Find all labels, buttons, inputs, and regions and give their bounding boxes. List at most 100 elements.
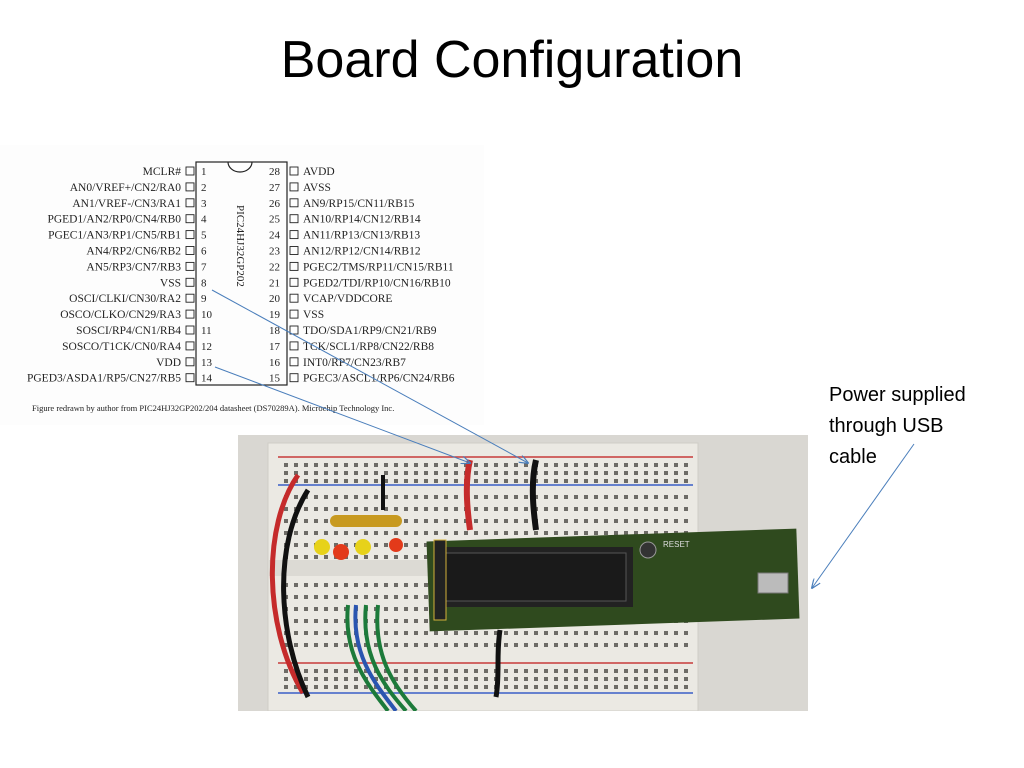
- hole: [324, 507, 328, 511]
- hole: [484, 677, 488, 681]
- hole: [404, 519, 408, 523]
- hole: [634, 685, 638, 689]
- hole: [514, 669, 518, 673]
- hole: [334, 685, 338, 689]
- hole: [304, 643, 308, 647]
- pin-box: [289, 246, 299, 255]
- hole: [304, 595, 308, 599]
- hole: [284, 507, 288, 511]
- hole: [444, 519, 448, 523]
- pin-number: 17: [269, 341, 281, 353]
- hole: [594, 677, 598, 681]
- hole: [334, 607, 338, 611]
- hole: [304, 669, 308, 673]
- hole: [404, 607, 408, 611]
- hole: [394, 479, 398, 483]
- hole: [604, 669, 608, 673]
- hole: [534, 669, 538, 673]
- pin-name: PGED2/TDI/RP10/CN16/RB10: [303, 277, 451, 289]
- hole: [404, 677, 408, 681]
- hole: [324, 555, 328, 559]
- hole: [324, 495, 328, 499]
- hole: [604, 519, 608, 523]
- pin-name: AN10/RP14/CN12/RB14: [303, 214, 421, 226]
- hole: [524, 471, 528, 475]
- hole: [384, 619, 388, 623]
- hole: [374, 507, 378, 511]
- callout-line-3: cable: [829, 446, 877, 468]
- pin-box: [289, 277, 299, 287]
- hole: [594, 507, 598, 511]
- hole: [394, 669, 398, 673]
- hole: [664, 507, 668, 511]
- hole: [604, 479, 608, 483]
- hole: [544, 643, 548, 647]
- hole: [614, 631, 618, 635]
- green-wire-3: [375, 604, 418, 713]
- hole: [324, 669, 328, 673]
- hole: [394, 631, 398, 635]
- hole: [314, 677, 318, 681]
- hole: [664, 495, 668, 499]
- hole: [614, 677, 618, 681]
- hole: [504, 669, 508, 673]
- hole: [524, 643, 528, 647]
- hole: [484, 507, 488, 511]
- hole: [324, 519, 328, 523]
- hole: [614, 471, 618, 475]
- hole: [314, 463, 318, 467]
- hole: [334, 677, 338, 681]
- hole: [554, 643, 558, 647]
- hole: [514, 631, 518, 635]
- hole: [564, 507, 568, 511]
- hole: [404, 507, 408, 511]
- hole: [384, 471, 388, 475]
- hole: [294, 543, 298, 547]
- hole: [574, 495, 578, 499]
- hole: [314, 531, 318, 535]
- hole: [374, 643, 378, 647]
- hole: [324, 643, 328, 647]
- hole: [504, 631, 508, 635]
- hole: [364, 463, 368, 467]
- hole: [554, 471, 558, 475]
- pin-name: PGEC2/TMS/RP11/CN15/RB11: [303, 261, 454, 273]
- hole: [334, 595, 338, 599]
- hole: [534, 677, 538, 681]
- hole: [314, 669, 318, 673]
- reset-button: [639, 541, 657, 559]
- hole: [564, 531, 568, 535]
- hole: [284, 463, 288, 467]
- hole: [684, 669, 688, 673]
- pin-number: 16: [269, 357, 281, 369]
- hole: [634, 643, 638, 647]
- hole: [684, 507, 688, 511]
- hole: [504, 677, 508, 681]
- hole: [574, 507, 578, 511]
- hole: [664, 631, 668, 635]
- hole: [404, 531, 408, 535]
- pin-name: PGED1/AN2/RP0/CN4/RB0: [47, 214, 181, 226]
- hole: [374, 685, 378, 689]
- hole: [304, 631, 308, 635]
- pin-name: AN11/RP13/CN13/RB13: [303, 230, 420, 242]
- callout-line-1: Power supplied: [829, 384, 966, 406]
- hole: [634, 677, 638, 681]
- hole: [474, 643, 478, 647]
- hole: [314, 595, 318, 599]
- hole: [444, 495, 448, 499]
- hole: [424, 643, 428, 647]
- hole: [664, 685, 668, 689]
- hole: [534, 631, 538, 635]
- hole: [434, 471, 438, 475]
- pin-box: [289, 214, 299, 224]
- hole: [474, 507, 478, 511]
- hole: [354, 531, 358, 535]
- hole: [384, 669, 388, 673]
- hole: [454, 519, 458, 523]
- hole: [334, 631, 338, 635]
- hole: [414, 463, 418, 467]
- hole: [444, 471, 448, 475]
- hole: [304, 471, 308, 475]
- hole: [634, 463, 638, 467]
